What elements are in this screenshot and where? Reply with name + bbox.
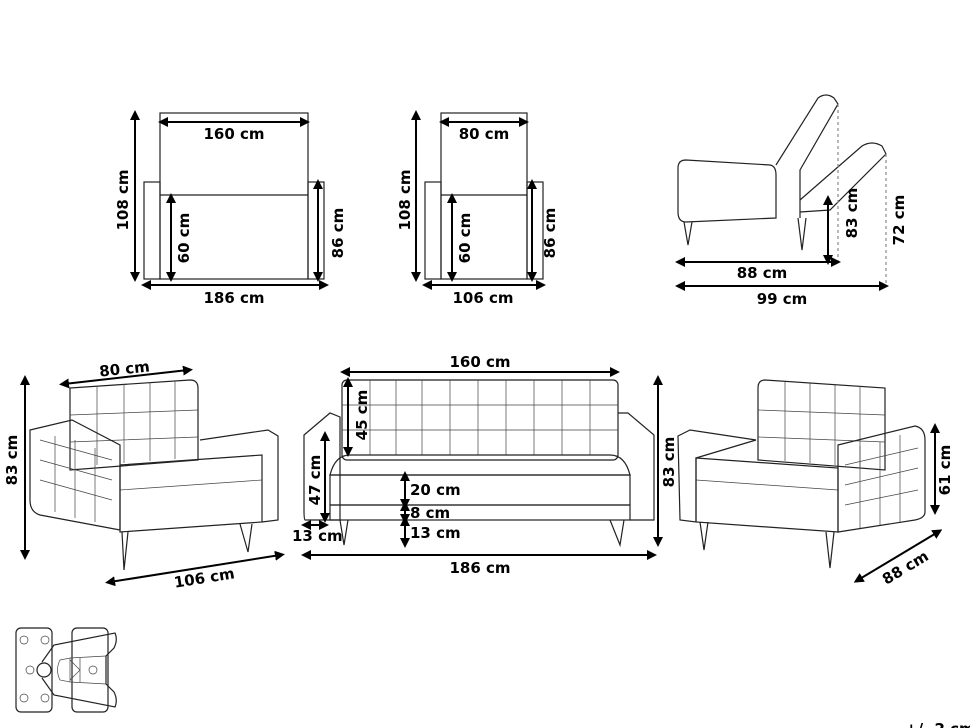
dim-seat-width: 80 cm <box>459 125 510 143</box>
dim-arm-height: 61 cm <box>936 445 954 496</box>
dim-base: 8 cm <box>410 504 450 522</box>
dim-depth: 108 cm <box>114 169 132 230</box>
dim-depth-88: 88 cm <box>737 264 788 282</box>
dim-depth-99: 99 cm <box>757 290 808 308</box>
dim-arm-depth: 86 cm <box>541 208 559 259</box>
dim-arm-depth: 86 cm <box>329 208 347 259</box>
dim-height-83: 83 cm <box>843 188 861 239</box>
armchair-right: 61 cm 88 cm <box>677 379 954 589</box>
dim-height: 83 cm <box>3 435 21 486</box>
dim-seat-depth: 60 cm <box>456 213 474 264</box>
dim-legs: 13 cm <box>410 524 461 542</box>
top-view-armchair: 80 cm 108 cm 60 cm 86 cm 106 cm <box>396 110 559 307</box>
armchair-left: 80 cm 83 cm 106 cm <box>3 357 285 592</box>
dim-seat-depth: 60 cm <box>175 213 193 264</box>
dim-total-width: 186 cm <box>203 289 264 307</box>
recliner-mechanism-detail <box>15 627 117 713</box>
dim-arm-height: 47 cm <box>306 455 324 506</box>
dim-seat-width: 80 cm <box>98 357 150 380</box>
top-view-sofa: 160 cm 108 cm 60 cm 86 cm 186 cm <box>114 110 347 307</box>
dim-total-width: 106 cm <box>173 564 236 591</box>
side-view-reclined: 83 cm 72 cm 88 cm 99 cm <box>675 94 908 308</box>
dim-seat-width: 160 cm <box>203 125 264 143</box>
dim-height: 83 cm <box>660 437 678 488</box>
dim-cushion: 20 cm <box>410 481 461 499</box>
sofa-front: 160 cm 45 cm 47 cm 20 cm 8 cm 13 cm 13 c… <box>292 353 678 577</box>
dim-depth: 88 cm <box>879 547 932 589</box>
dim-back-height: 45 cm <box>353 390 371 441</box>
dim-total-width: 186 cm <box>449 559 510 577</box>
dim-depth: 108 cm <box>396 169 414 230</box>
dim-total-width: 106 cm <box>452 289 513 307</box>
dim-arm-width: 13 cm <box>292 527 343 545</box>
dim-seat-width: 160 cm <box>449 353 510 371</box>
tolerance-note: +/- 2 cm <box>905 720 970 728</box>
dim-height-72: 72 cm <box>890 195 908 246</box>
